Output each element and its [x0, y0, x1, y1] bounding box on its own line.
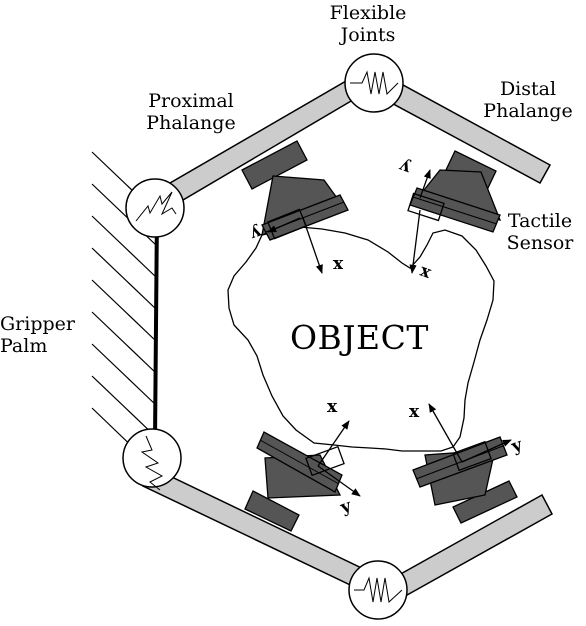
frame-box-upper-right [407, 192, 445, 222]
joints [122, 53, 408, 620]
label-gripper-palm: Gripper Palm [0, 313, 75, 357]
joint-upper-palm [125, 178, 185, 238]
label-proximal-phalange: Proximal Phalange [146, 90, 236, 134]
axis-label-x-lower-right: x [409, 402, 420, 422]
sensor-lower-left [244, 431, 343, 532]
axis-x-upper-right [409, 209, 421, 274]
axis-label-x-lower-left: x [327, 397, 338, 417]
tactile-sensors [241, 140, 518, 532]
palm-hatching [91, 151, 158, 458]
axis-y-lower-right [461, 439, 512, 463]
axis-x-upper-left [302, 217, 323, 274]
sensor-upper-left [241, 140, 349, 241]
object-outline [227, 226, 495, 452]
lower-proximal-phalange [141, 467, 376, 593]
joint-upper-middle [344, 53, 404, 113]
frame-box-lower-left [305, 445, 345, 477]
axis-y-upper-right [419, 169, 431, 199]
joint-lower-middle [348, 560, 408, 620]
object-label: OBJECT [290, 318, 429, 357]
label-distal-phalange: Distal Phalange [483, 78, 573, 122]
axis-x-lower-right [428, 403, 463, 463]
label-tactile-sensor: Tactile Sensor [506, 210, 574, 254]
coordinate-frames [267, 169, 512, 497]
joint-lower-palm [122, 428, 182, 491]
axis-y-lower-left [317, 465, 361, 497]
axis-label-x-upper-left: x [333, 255, 344, 275]
sensor-lower-right [412, 436, 518, 524]
label-flexible-joints: Flexible Joints [329, 2, 407, 46]
palm-plate [153, 209, 159, 441]
axis-y-upper-left [267, 217, 301, 233]
axis-x-lower-left [317, 420, 350, 467]
sensor-upper-right [409, 150, 502, 233]
